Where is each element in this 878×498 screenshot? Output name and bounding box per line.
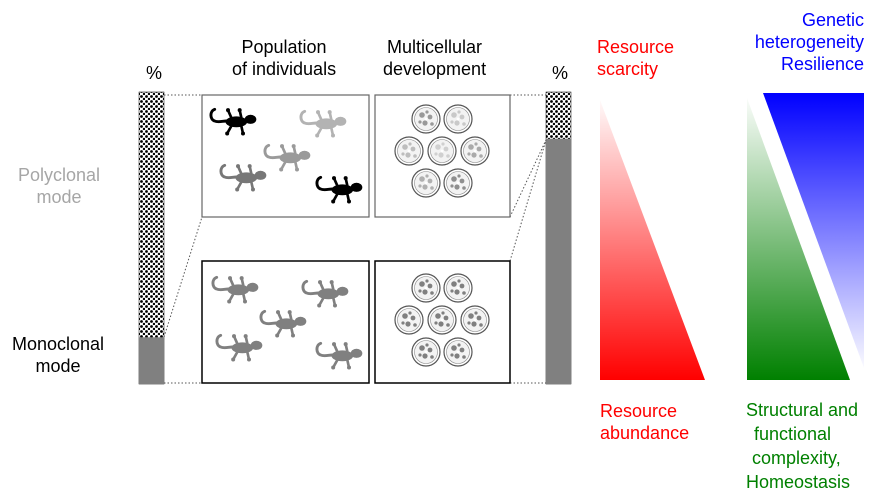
cell-cluster-icon	[460, 136, 490, 166]
genetic-heterogeneity-label: Genetic heterogeneity Resilience	[755, 9, 864, 75]
percent-label-left: %	[146, 63, 163, 83]
polyclonal-mode-line-2: mode	[36, 187, 82, 207]
resource-scarcity-line-2: scarcity	[597, 59, 659, 79]
population-header: Population of individuals	[232, 36, 336, 80]
multicellular-header-line-2: development	[383, 59, 487, 79]
monoclonal-mode-line-1: Monoclonal	[12, 334, 105, 354]
monoclonal-mode-line-2: mode	[35, 356, 81, 376]
cell-cluster-icon	[427, 136, 457, 166]
right-percentage-bar	[545, 91, 572, 385]
heterogeneity-line-3: Resilience	[780, 54, 864, 74]
cell-cluster-icon	[411, 273, 441, 303]
right-bar-monoclonal-fill	[546, 138, 571, 384]
cell-cluster-icon	[394, 305, 424, 335]
complexity-line-4: Homeostasis	[746, 472, 851, 492]
complexity-line-3: complexity,	[752, 448, 841, 468]
heterogeneity-line-2: heterogeneity	[754, 32, 864, 52]
cell-cluster-icon	[411, 104, 441, 134]
multicellular-header: Multicellular development	[383, 36, 486, 80]
monoclonal-population-box	[201, 260, 370, 384]
cell-cluster-icon	[443, 104, 473, 134]
resource-scarcity-label: Resource scarcity	[597, 36, 674, 80]
resource-scarcity-line-1: Resource	[597, 37, 675, 57]
cell-cluster-icon	[443, 273, 473, 303]
left-bar-monoclonal-fill	[139, 337, 164, 384]
polyclonal-population-box	[201, 94, 370, 218]
polyclonal-mode-label: Polyclonal mode	[18, 164, 100, 208]
cell-cluster-icon	[394, 136, 424, 166]
resource-abundance-line-2: abundance	[600, 423, 690, 443]
cell-cluster-icon	[443, 337, 473, 367]
connector-lines	[163, 94, 547, 384]
complexity-line-1: Structural and	[746, 400, 859, 420]
resource-gradient-triangle	[600, 100, 705, 380]
resource-abundance-line-1: Resource	[600, 401, 678, 421]
percent-label-right: %	[552, 63, 569, 83]
monoclonal-colony-box	[374, 260, 511, 384]
population-header-line-2: of individuals	[232, 59, 337, 79]
cell-cluster-icon	[411, 337, 441, 367]
structural-complexity-label: Structural and functional complexity, Ho…	[746, 398, 858, 494]
population-header-line-1: Population	[241, 37, 327, 57]
cell-cluster-icon	[443, 168, 473, 198]
complexity-gradient-triangle	[747, 98, 850, 380]
left-percentage-bar	[138, 91, 165, 385]
complexity-line-2: functional	[754, 424, 832, 444]
cell-cluster-icon	[411, 168, 441, 198]
heterogeneity-gradient-triangle	[763, 93, 864, 368]
monoclonal-mode-label: Monoclonal mode	[12, 333, 104, 377]
resource-abundance-label: Resource abundance	[600, 400, 689, 444]
cell-cluster-icon	[427, 305, 457, 335]
polyclonal-colony-box	[374, 94, 511, 218]
polyclonal-mode-line-1: Polyclonal	[18, 165, 101, 185]
multicellular-header-line-1: Multicellular	[387, 37, 483, 57]
heterogeneity-line-1: Genetic	[801, 10, 864, 30]
cell-cluster-icon	[460, 305, 490, 335]
